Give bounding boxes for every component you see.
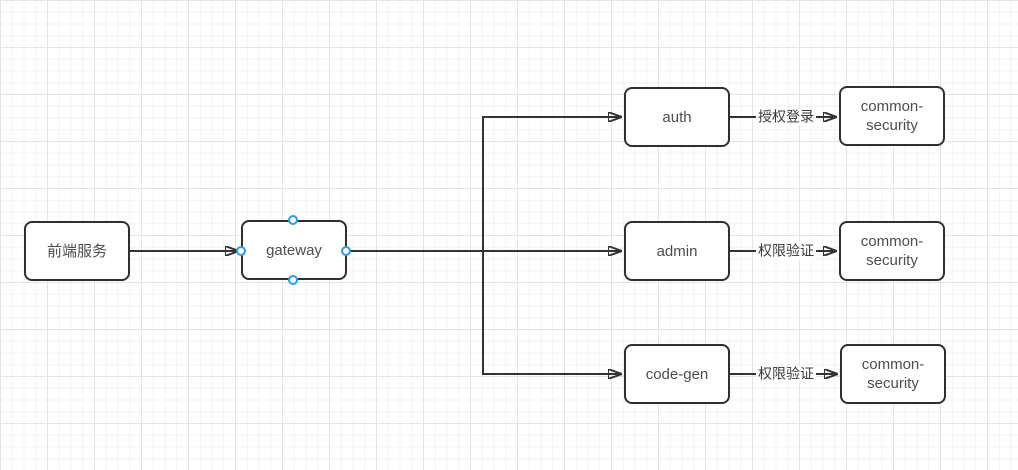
node-auth-label: auth (662, 108, 692, 126)
gateway-connection-point-top[interactable] (288, 215, 298, 225)
edge-gateway-auth[interactable] (482, 117, 621, 251)
node-code-gen-label: code-gen (645, 365, 709, 383)
node-admin[interactable]: admin (624, 221, 730, 281)
node-frontend-service[interactable]: 前端服务 (24, 221, 130, 281)
node-common-security-top[interactable]: common-security (839, 86, 945, 146)
gateway-connection-point-bottom[interactable] (288, 275, 298, 285)
node-admin-label: admin (656, 242, 698, 260)
gateway-connection-point-left[interactable] (236, 246, 246, 256)
edge-label-codegen-commonsecurity[interactable]: 权限验证 (756, 365, 816, 383)
node-common-security-bot-label: common-security (861, 356, 925, 392)
node-common-security-mid-label: common-security (860, 233, 924, 269)
node-common-security-top-label: common-security (860, 98, 924, 134)
node-code-gen[interactable]: code-gen (624, 344, 730, 404)
edge-label-auth-commonsecurity[interactable]: 授权登录 (756, 108, 816, 126)
edge-label-admin-commonsecurity[interactable]: 权限验证 (756, 242, 816, 260)
node-frontend-service-label: 前端服务 (46, 242, 107, 260)
edge-gateway-codegen[interactable] (482, 251, 621, 374)
node-gateway-label: gateway (266, 241, 322, 259)
node-common-security-bot[interactable]: common-security (840, 344, 946, 404)
gateway-connection-point-right[interactable] (341, 246, 351, 256)
node-common-security-mid[interactable]: common-security (839, 221, 945, 281)
node-auth[interactable]: auth (624, 87, 730, 147)
node-gateway[interactable]: gateway (241, 220, 347, 280)
